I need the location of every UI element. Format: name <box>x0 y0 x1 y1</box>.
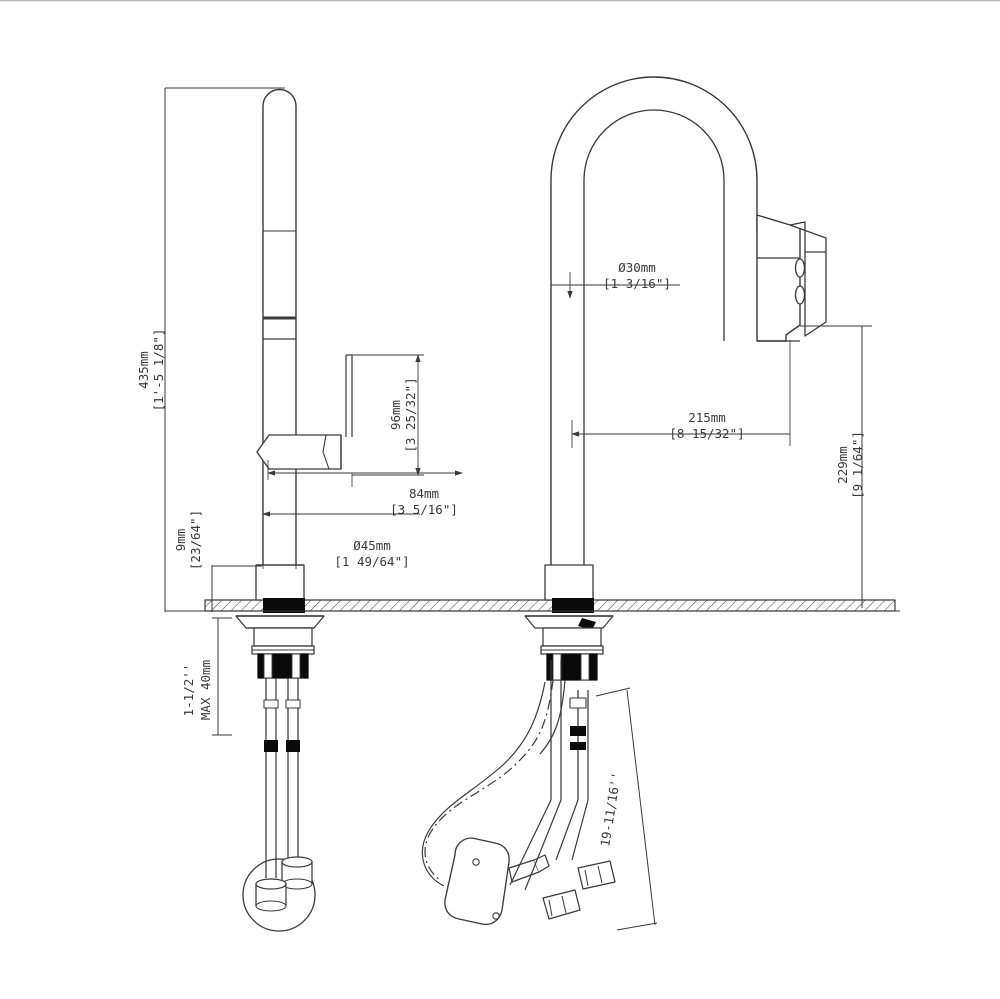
label-spout-reach-metric: 215mm <box>688 410 726 425</box>
dimension-lines <box>164 87 900 931</box>
label-handle-height-metric: 96mm <box>388 400 403 430</box>
label-deck-thickness-imperial: [23/64"] <box>188 510 203 570</box>
label-spout-height-metric: 229mm <box>835 446 850 484</box>
countertop-deck <box>204 599 896 612</box>
label-spout-diameter-metric: Ø30mm <box>618 260 656 275</box>
sheet-top-edge <box>0 0 1000 2</box>
spray-mode-button-icon <box>794 258 806 278</box>
label-overall-height-metric: 435mm <box>136 351 151 389</box>
label-spout-height-imperial: [9 1/64"] <box>850 431 865 499</box>
valve-control-box <box>444 837 550 926</box>
supply-hoses <box>509 660 616 920</box>
label-handle-reach-metric: 84mm <box>409 486 439 501</box>
stream-mode-button-icon <box>794 285 806 305</box>
label-spout-diameter-imperial: [1 3/16"] <box>603 276 671 291</box>
label-handle-reach-imperial: [3 5/16"] <box>390 502 458 517</box>
label-mount-thickness-metric: MAX 40mm <box>198 660 213 720</box>
label-base-diameter-imperial: [1 49/64"] <box>334 554 409 569</box>
left-view-faucet-side <box>235 88 353 932</box>
label-handle-height-imperial: [3 25/32"] <box>403 377 418 452</box>
right-view-faucet-front <box>421 76 827 926</box>
label-base-diameter-metric: Ø45mm <box>353 538 391 553</box>
label-spout-reach-imperial: [8 15/32"] <box>669 426 744 441</box>
label-deck-thickness-metric: 9mm <box>173 529 188 552</box>
label-hose-length: 19-11/16'' <box>597 771 624 848</box>
dimension-labels: 435mm [1'-5 1/8"] 9mm [23/64"] Ø45mm [1 … <box>136 260 865 848</box>
label-overall-height-imperial: [1'-5 1/8"] <box>151 329 166 412</box>
label-mount-thickness-imperial: 1-1/2'' <box>181 664 196 717</box>
